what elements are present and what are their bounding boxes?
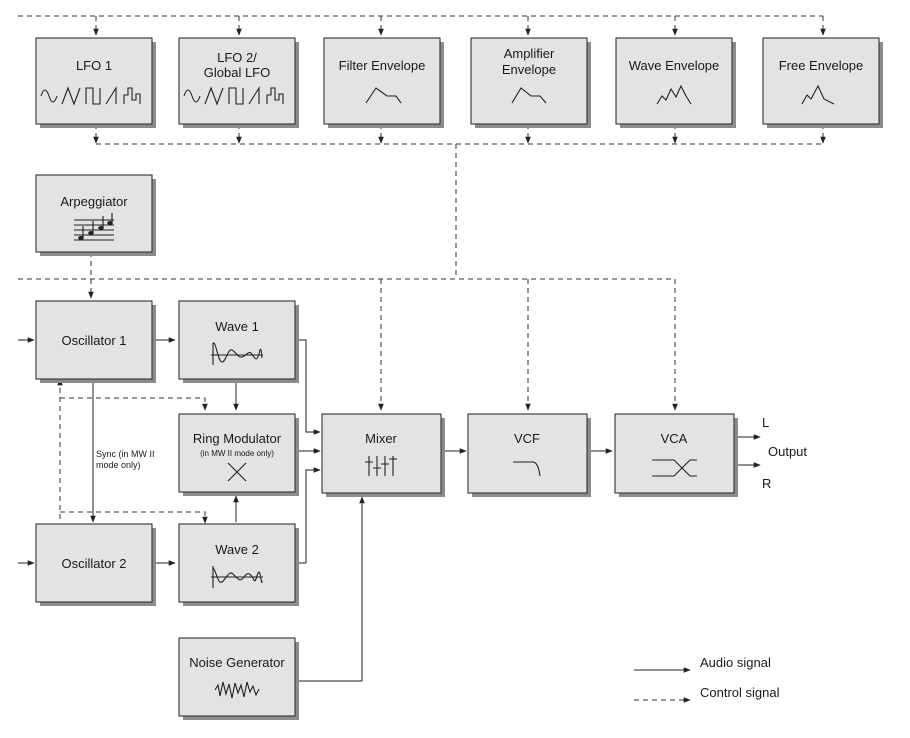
wavetable-waveform-icon bbox=[211, 566, 263, 588]
wave1-label: Wave 1 bbox=[215, 319, 259, 334]
noise-waveform-icon bbox=[214, 681, 260, 699]
amplifier-pan-icon bbox=[652, 459, 697, 477]
oscillator1-block: Oscillator 1 bbox=[35, 300, 156, 383]
wave-envelope-label: Wave Envelope bbox=[629, 58, 720, 73]
vca-label: VCA bbox=[661, 431, 688, 446]
wave-envelope-shape-icon bbox=[656, 84, 692, 105]
sheet-music-icon bbox=[74, 213, 114, 241]
vcf-label: VCF bbox=[514, 431, 540, 446]
envelope-shape-icon bbox=[511, 87, 547, 104]
arpeggiator-label: Arpeggiator bbox=[60, 194, 128, 209]
oscillator2-block: Oscillator 2 bbox=[35, 523, 156, 606]
lfo-waveforms-icon bbox=[183, 86, 284, 106]
arpeggiator-block: Arpeggiator bbox=[35, 174, 156, 256]
ring-modulator-label: Ring Modulator bbox=[193, 431, 282, 446]
lfo1-block: LFO 1 bbox=[35, 37, 156, 128]
lfo2-block: LFO 2/ Global LFO bbox=[178, 37, 299, 128]
oscillator1-label: Oscillator 1 bbox=[61, 333, 126, 348]
lfo1-label: LFO 1 bbox=[76, 58, 112, 73]
vca-block: VCA bbox=[614, 413, 738, 497]
mixer-block: Mixer bbox=[321, 413, 445, 497]
wave-envelope-block: Wave Envelope bbox=[615, 37, 736, 128]
lfo2-label-line1: LFO 2/ bbox=[217, 50, 257, 65]
free-envelope-shape-icon bbox=[801, 84, 835, 105]
free-envelope-label: Free Envelope bbox=[779, 58, 864, 73]
vcf-block: VCF bbox=[467, 413, 591, 497]
amplifier-envelope-label-line2: Envelope bbox=[502, 62, 556, 77]
legend-control-label: Control signal bbox=[700, 685, 780, 700]
legend: Audio signal Control signal bbox=[634, 655, 780, 703]
wave1-block: Wave 1 bbox=[178, 300, 299, 383]
legend-audio-label: Audio signal bbox=[700, 655, 771, 670]
amplifier-envelope-block: Amplifier Envelope bbox=[470, 37, 591, 128]
envelope-shape-icon bbox=[365, 87, 402, 104]
output-label: Output bbox=[768, 444, 807, 459]
wavetable-waveform-icon bbox=[211, 342, 263, 365]
sync-note-line1: Sync (in MW II bbox=[96, 449, 155, 459]
noise-generator-block: Noise Generator bbox=[178, 637, 299, 720]
audio-signal-lines bbox=[18, 337, 761, 682]
filter-envelope-label: Filter Envelope bbox=[339, 58, 426, 73]
output-left-label: L bbox=[762, 415, 769, 430]
fader-sliders-icon bbox=[365, 456, 397, 476]
wave2-label: Wave 2 bbox=[215, 542, 259, 557]
lowpass-filter-curve-icon bbox=[513, 461, 541, 477]
mixer-label: Mixer bbox=[365, 431, 397, 446]
filter-envelope-block: Filter Envelope bbox=[323, 37, 444, 128]
lfo2-label-line2: Global LFO bbox=[204, 65, 270, 80]
wave2-block: Wave 2 bbox=[178, 523, 299, 606]
output-right-label: R bbox=[762, 476, 771, 491]
sync-note-line2: mode only) bbox=[96, 460, 141, 470]
free-envelope-block: Free Envelope bbox=[762, 37, 883, 128]
ring-modulation-cross-icon bbox=[227, 462, 247, 482]
ring-modulator-note: (in MW II mode only) bbox=[200, 449, 274, 458]
amplifier-envelope-label-line1: Amplifier bbox=[504, 46, 555, 61]
noise-generator-label: Noise Generator bbox=[189, 655, 285, 670]
lfo-waveforms-icon bbox=[40, 86, 141, 106]
ring-modulator-block: Ring Modulator (in MW II mode only) bbox=[178, 413, 299, 496]
oscillator2-label: Oscillator 2 bbox=[61, 556, 126, 571]
